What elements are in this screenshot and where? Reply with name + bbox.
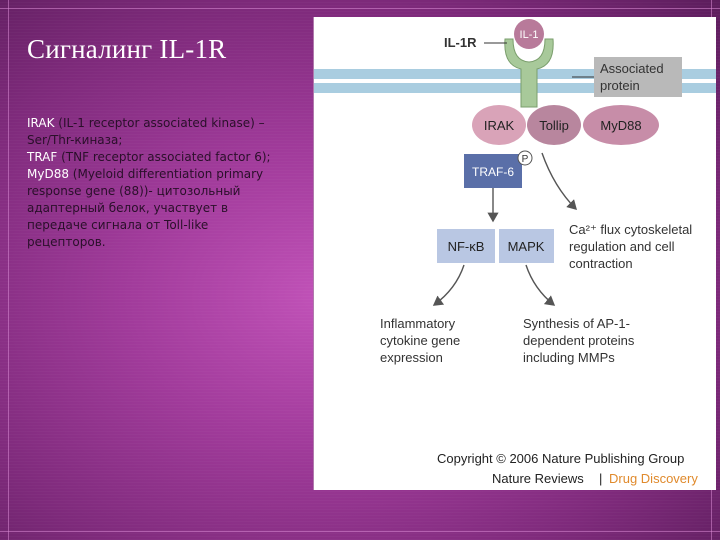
frame-line-top	[0, 8, 720, 9]
ligand-il1-label: IL-1	[520, 29, 539, 41]
arrow-mapk-to-ap1	[525, 264, 556, 306]
receptor-label: IL-1R	[444, 35, 477, 50]
tollip-node	[527, 105, 581, 145]
outcome-left-line-3: expression	[380, 350, 443, 365]
irak-node	[472, 105, 526, 145]
associated-protein-label-2: protein	[600, 78, 640, 93]
definition-traf-text: (TNF receptor associated factor 6);	[57, 150, 271, 164]
outcome-right-line-1: Synthesis of AP-1-	[523, 316, 630, 331]
term-irak: IRAK	[27, 116, 55, 130]
traf6-label: TRAF-6	[472, 165, 514, 179]
myd88-label: MyD88	[600, 118, 641, 133]
frame-line-bottom	[0, 531, 720, 532]
ligand-il1	[514, 19, 544, 49]
associated-protein-label-1: Associated	[600, 61, 664, 76]
receptor-shape	[504, 38, 554, 108]
calcium-effect-line-3: contraction	[569, 256, 633, 271]
outcome-left-line-1: Inflammatory	[380, 316, 456, 331]
myd88-node	[583, 105, 659, 145]
outcome-left-line-2: cytokine gene	[380, 333, 460, 348]
mapk-label: MAPK	[508, 239, 545, 254]
slide-title: Сигналинг IL-1R	[27, 34, 227, 64]
journal-name: Nature Reviews	[492, 471, 584, 486]
calcium-effect-line-2: regulation and cell	[569, 239, 675, 254]
journal-section: Drug Discovery	[609, 471, 698, 486]
definition-irak-text: (IL-1 receptor associated kinase) – Ser/…	[27, 116, 265, 147]
nfkb-label: NF-κB	[448, 239, 485, 254]
mapk-box	[499, 229, 554, 263]
calcium-effect-line-1: Ca²⁺ flux cytoskeletal	[569, 222, 692, 237]
tollip-label: Tollip	[539, 118, 569, 133]
definitions-text: IRAK (IL-1 receptor associated kinase) –…	[27, 115, 289, 251]
definition-myd88-text: (Myeloid differentiation primary respons…	[27, 167, 264, 249]
cell-membrane	[314, 69, 716, 79]
copyright-text: Copyright © 2006 Nature Publishing Group	[437, 451, 684, 466]
signaling-diagram: IL-1 IL-1R Associated protein IRAK Tolli…	[314, 19, 716, 486]
term-myd88: MyD88	[27, 167, 69, 181]
journal-separator: |	[599, 471, 602, 486]
traf6-box	[464, 154, 522, 188]
arrow-tollip-to-calcium	[541, 152, 577, 210]
term-traf: TRAF	[27, 150, 58, 164]
associated-protein-box	[594, 57, 682, 97]
frame-line-left	[8, 0, 9, 540]
signaling-figure: IL-1 IL-1R Associated protein IRAK Tolli…	[313, 17, 716, 490]
outcome-right-line-3: including MMPs	[523, 350, 615, 365]
arrow-nfkb-to-cytokine	[432, 264, 465, 306]
definition-myd88: MyD88 (Myeloid differentiation primary r…	[27, 166, 289, 251]
outcome-right-line-2: dependent proteins	[523, 333, 635, 348]
irak-label: IRAK	[484, 118, 515, 133]
definition-irak: IRAK (IL-1 receptor associated kinase) –…	[27, 115, 289, 149]
nfkb-box	[437, 229, 495, 263]
definition-traf: TRAF (TNF receptor associated factor 6);	[27, 149, 289, 166]
phospho-label: P	[522, 154, 529, 165]
cell-membrane-inner	[314, 83, 716, 93]
phospho-marker	[517, 150, 533, 166]
